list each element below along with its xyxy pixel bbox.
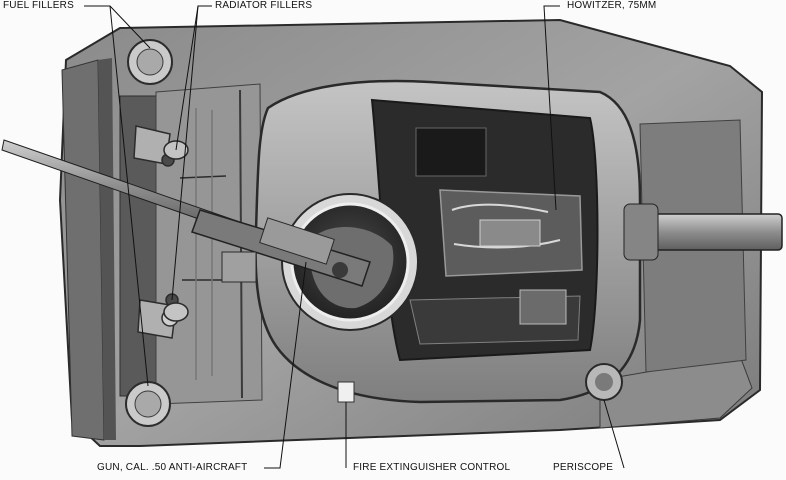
label-howitzer: HOWITZER, 75MM — [566, 0, 658, 12]
engine-deck-details — [133, 108, 235, 380]
label-aa-gun: GUN, CAL. .50 ANTI-AIRCRAFT — [96, 462, 249, 474]
leader-lines — [84, 5, 625, 469]
fuel-filler-caps — [125, 39, 173, 427]
periscope — [585, 363, 623, 401]
label-fire-extinguisher-control: FIRE EXTINGUISHER CONTROL — [352, 462, 512, 474]
howitzer-barrel — [623, 203, 783, 261]
label-periscope: PERISCOPE — [552, 462, 615, 474]
label-fuel-fillers: FUEL FILLERS — [2, 0, 75, 12]
label-radiator-fillers: RADIATOR FILLERS — [214, 0, 314, 12]
fire-extinguisher-control — [337, 381, 355, 403]
